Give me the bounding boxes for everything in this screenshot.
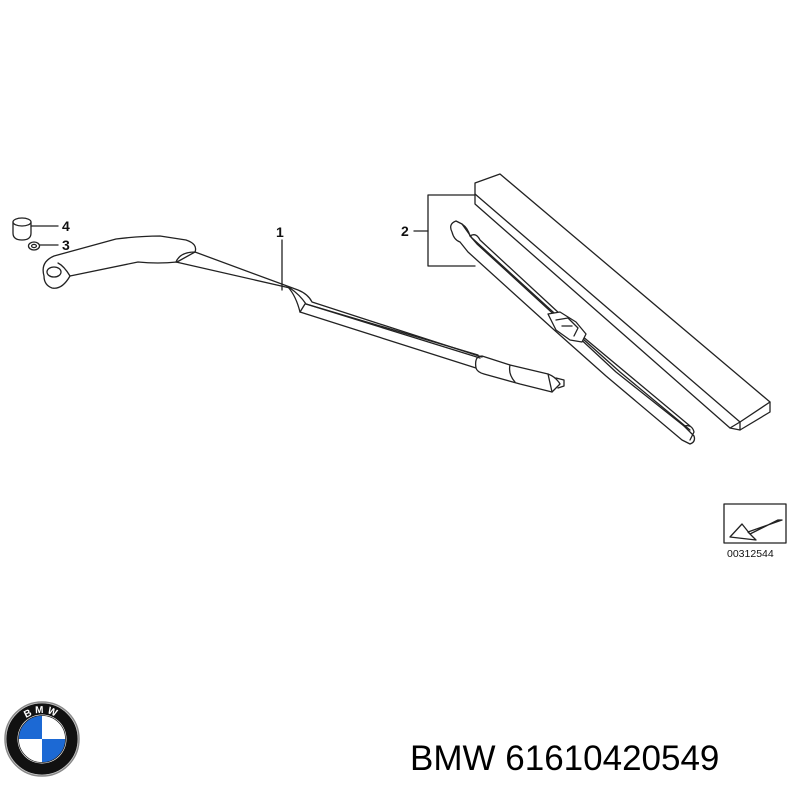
part-label: BMW 61610420549 (410, 741, 719, 776)
diagram-code: 00312544 (727, 548, 774, 560)
packaging-box (474, 173, 771, 431)
callout-3: 3 (62, 237, 70, 253)
nut-part (27, 241, 41, 251)
bmw-logo: BMW (4, 701, 80, 777)
part-number: 61610420549 (505, 739, 720, 778)
brand-name: BMW (410, 739, 496, 778)
wiper-arm (42, 235, 565, 393)
wiper-blade (450, 220, 696, 445)
logo-letters: BMW (22, 705, 61, 721)
callout-4: 4 (62, 218, 70, 234)
callout-1: 1 (276, 224, 284, 240)
callout-2: 2 (401, 223, 409, 239)
cap-part (12, 217, 32, 241)
view-direction-box (723, 503, 787, 544)
